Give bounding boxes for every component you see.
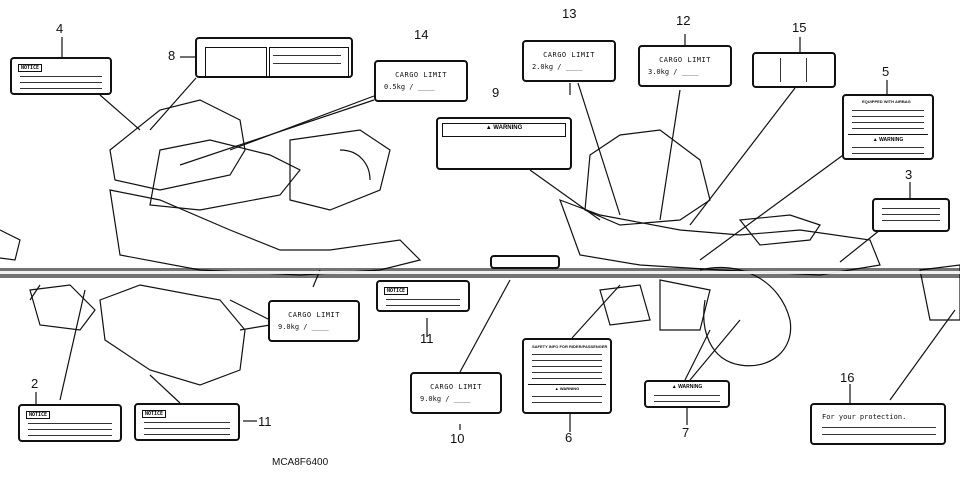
callout-16: 16 <box>840 370 855 385</box>
label-9-warning: ▲ WARNING <box>436 117 572 170</box>
callout-15: 15 <box>792 20 807 35</box>
label-16-protection: For your protection. <box>810 403 946 445</box>
cargo-limit-title: CARGO LIMIT <box>395 71 447 79</box>
cargo-weight: 9.0kg / ____ <box>420 395 471 403</box>
callout-10: 10 <box>450 431 465 446</box>
safety-warning: ▲ WARNING <box>554 386 580 391</box>
label-9kg-cargo-limit: CARGO LIMIT 9.0kg / ____ <box>268 300 360 342</box>
label-11-notice-upper: NOTICE <box>376 280 470 312</box>
label-small-panel <box>490 255 560 269</box>
notice-tag: NOTICE <box>384 287 409 295</box>
callout-11a: 11 <box>420 331 434 346</box>
diagram-code: MCA8F6400 <box>272 457 329 468</box>
label-10-cargo-limit: CARGO LIMIT 9.0kg / ____ <box>410 372 502 414</box>
cargo-limit-title: CARGO LIMIT <box>659 56 711 64</box>
airbag-warning: ▲ WARNING <box>872 137 904 143</box>
label-15-grid <box>752 52 836 88</box>
label-14-cargo-limit: CARGO LIMIT 0.5kg / ____ <box>374 60 468 102</box>
cargo-weight: 3.0kg / ____ <box>648 68 699 76</box>
callout-2: 2 <box>31 376 39 391</box>
callout-6: 6 <box>565 430 573 445</box>
callout-13: 13 <box>562 6 577 21</box>
label-6-safety: SAFETY INFO FOR RIDER/PASSENGER ▲ WARNIN… <box>522 338 612 414</box>
label-4-notice: NOTICE <box>10 57 112 95</box>
cargo-limit-title: CARGO LIMIT <box>288 311 340 319</box>
safety-title: SAFETY INFO FOR RIDER/PASSENGER <box>532 344 608 349</box>
callout-14: 14 <box>414 27 429 42</box>
label-3-panel <box>872 198 950 232</box>
callout-4: 4 <box>56 21 64 36</box>
label-7-warning: ▲ WARNING <box>644 380 730 408</box>
callout-9: 9 <box>492 85 500 100</box>
label-8-panel <box>195 37 353 78</box>
callout-5: 5 <box>882 64 890 79</box>
label-13-cargo-limit: CARGO LIMIT 2.0kg / ____ <box>522 40 616 82</box>
cargo-limit-title: CARGO LIMIT <box>543 51 595 59</box>
callout-3: 3 <box>905 167 913 182</box>
label-12-cargo-limit: CARGO LIMIT 3.0kg / ____ <box>638 45 732 87</box>
warning-title: ▲ WARNING <box>671 384 703 390</box>
notice-tag: NOTICE <box>26 411 51 419</box>
notice-tag: NOTICE <box>18 64 43 72</box>
cargo-weight: 0.5kg / ____ <box>384 83 435 91</box>
label-11-notice-lower: NOTICE <box>134 403 240 441</box>
callout-7: 7 <box>682 425 690 440</box>
cargo-weight: 2.0kg / ____ <box>532 63 583 71</box>
callout-11b: 11 <box>258 414 272 429</box>
airbag-title: EQUIPPED WITH AIRBAG <box>862 99 911 104</box>
label-2-notice: NOTICE <box>18 404 122 442</box>
warning-title: ▲ WARNING <box>485 125 523 131</box>
cargo-limit-title: CARGO LIMIT <box>430 383 482 391</box>
label-5-airbag: EQUIPPED WITH AIRBAG ▲ WARNING <box>842 94 934 160</box>
callout-8: 8 <box>168 48 176 63</box>
notice-tag: NOTICE <box>142 410 167 418</box>
protection-text: For your protection. <box>822 413 907 421</box>
cargo-weight: 9.0kg / ____ <box>278 323 329 331</box>
callout-12: 12 <box>676 13 691 28</box>
